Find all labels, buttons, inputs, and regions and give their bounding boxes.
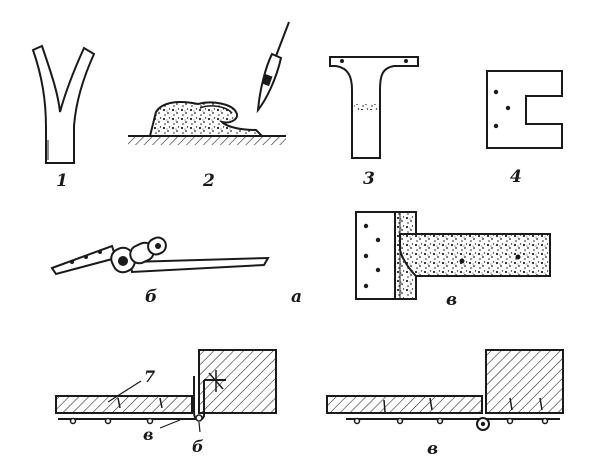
- label-b-top: б: [145, 287, 157, 307]
- section-b-assembly: [55, 349, 277, 425]
- label-v-top: в: [446, 290, 457, 310]
- label-b-bottom: б: [192, 437, 204, 456]
- label-1: 1: [56, 171, 68, 191]
- c-plate-part: [486, 70, 563, 149]
- label-2: 2: [202, 171, 215, 191]
- t-strap-part: [329, 56, 419, 159]
- t-hinge-mounted: [355, 211, 551, 300]
- strap-hinge: [50, 236, 270, 276]
- label-v-bottom: в: [427, 439, 438, 459]
- section-v-assembly: [326, 349, 564, 431]
- label-a: а: [291, 287, 302, 307]
- y-fork-part: [31, 44, 96, 164]
- label-v-left: в: [143, 425, 154, 444]
- chisel-tool: [256, 21, 290, 114]
- label-4: 4: [510, 167, 522, 187]
- forging-on-anvil: [128, 101, 286, 145]
- label-3: 3: [363, 169, 375, 189]
- label-7: 7: [144, 367, 155, 386]
- leader-lines: [107, 380, 201, 433]
